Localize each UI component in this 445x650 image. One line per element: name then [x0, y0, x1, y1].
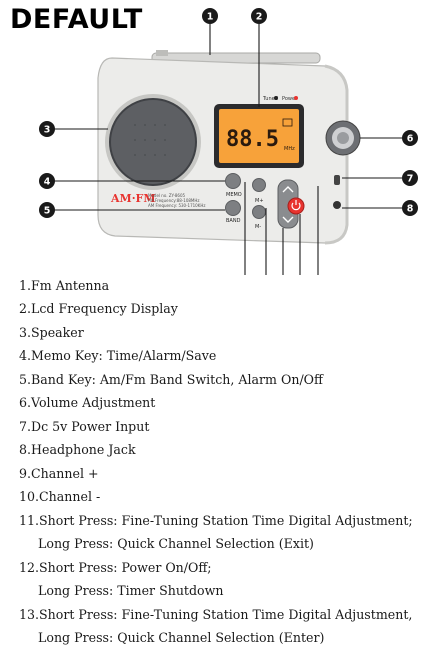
svg-text:4: 4	[44, 177, 51, 188]
channel-minus-key[interactable]: M-	[252, 205, 266, 231]
speaker-grille	[105, 94, 201, 190]
callout-badge: 5	[39, 202, 55, 218]
list-item: 5.Band Key: Am/Fm Band Switch, Alarm On/…	[19, 372, 323, 387]
svg-text:MEMO: MEMO	[226, 192, 242, 198]
model-line-3: AM Frequency: 530-1710KHz	[148, 203, 205, 208]
svg-text:2: 2	[256, 12, 263, 23]
svg-text:6: 6	[407, 134, 414, 145]
leader-lines	[55, 24, 402, 275]
battery-icon	[282, 118, 293, 127]
tuned-label: Tuned	[262, 96, 278, 102]
lcd-display: 88.5 MHz	[214, 104, 304, 168]
list-item: 6.Volume Adjustment	[19, 395, 156, 410]
radio-product-illustration: Tuned Power 88.5 MHz AM·FM Model no. ZY-…	[39, 8, 418, 275]
svg-text:1: 1	[207, 12, 214, 23]
list-item: 9.Channel +	[19, 466, 99, 481]
list-item: Long Press: Timer Shutdown	[38, 583, 224, 598]
model-line-2: FM Frequency:88-108MHz	[148, 198, 199, 203]
callout-badge: 4	[39, 173, 55, 189]
list-item: Long Press: Quick Channel Selection (Ent…	[38, 630, 325, 645]
power-button[interactable]	[287, 197, 305, 215]
svg-text:3: 3	[44, 125, 51, 136]
callout-badge: 7	[402, 170, 418, 186]
volume-knob[interactable]	[325, 120, 361, 156]
svg-text:5: 5	[44, 206, 51, 217]
svg-text:M+: M+	[255, 198, 264, 204]
svg-text:BAND: BAND	[226, 218, 241, 224]
svg-text:8: 8	[407, 204, 414, 215]
band-key[interactable]: BAND	[225, 200, 241, 225]
power-label: Power	[282, 96, 298, 102]
power-indicator-icon	[294, 96, 298, 100]
list-item: 7.Dc 5v Power Input	[19, 419, 150, 434]
headphone-jack[interactable]	[333, 201, 341, 209]
tuning-cluster	[277, 179, 305, 229]
list-item: 8.Headphone Jack	[19, 442, 136, 457]
power-icon	[291, 202, 301, 211]
callout-badge: 1	[202, 8, 218, 24]
svg-text:7: 7	[407, 174, 414, 185]
callout-badge: 2	[251, 8, 267, 24]
svg-text:M-: M-	[255, 224, 261, 230]
tuned-indicator-icon	[274, 96, 278, 100]
brand-label: AM·FM	[110, 192, 156, 205]
chevron-up-icon[interactable]	[282, 186, 294, 193]
channel-plus-key[interactable]: M+	[252, 178, 266, 205]
model-line-1: Model no. ZY-8605	[148, 193, 186, 198]
lcd-frequency: 88.5	[226, 127, 279, 152]
list-item: 13.Short Press: Fine-Tuning Station Time…	[19, 607, 413, 622]
callout-badge: 6	[402, 130, 418, 146]
list-item: 11.Short Press: Fine-Tuning Station Time…	[19, 513, 413, 528]
lcd-unit: MHz	[284, 146, 295, 152]
memo-key[interactable]: MEMO	[225, 173, 242, 199]
list-item: 10.Channel -	[19, 489, 101, 504]
list-item: 2.Lcd Frequency Display	[19, 301, 178, 316]
list-item: 1.Fm Antenna	[19, 278, 110, 293]
list-item: 4.Memo Key: Time/Alarm/Save	[19, 348, 217, 363]
list-item: Long Press: Quick Channel Selection (Exi…	[38, 536, 314, 551]
list-item: 3.Speaker	[19, 325, 84, 340]
chevron-down-icon[interactable]	[282, 216, 294, 223]
dc-power-port[interactable]	[334, 175, 340, 185]
callout-badge: 3	[39, 121, 55, 137]
callout-badge: 8	[402, 200, 418, 216]
list-item: 12.Short Press: Power On/Off;	[19, 560, 212, 575]
watermark-text: DEFAULT	[10, 4, 143, 35]
